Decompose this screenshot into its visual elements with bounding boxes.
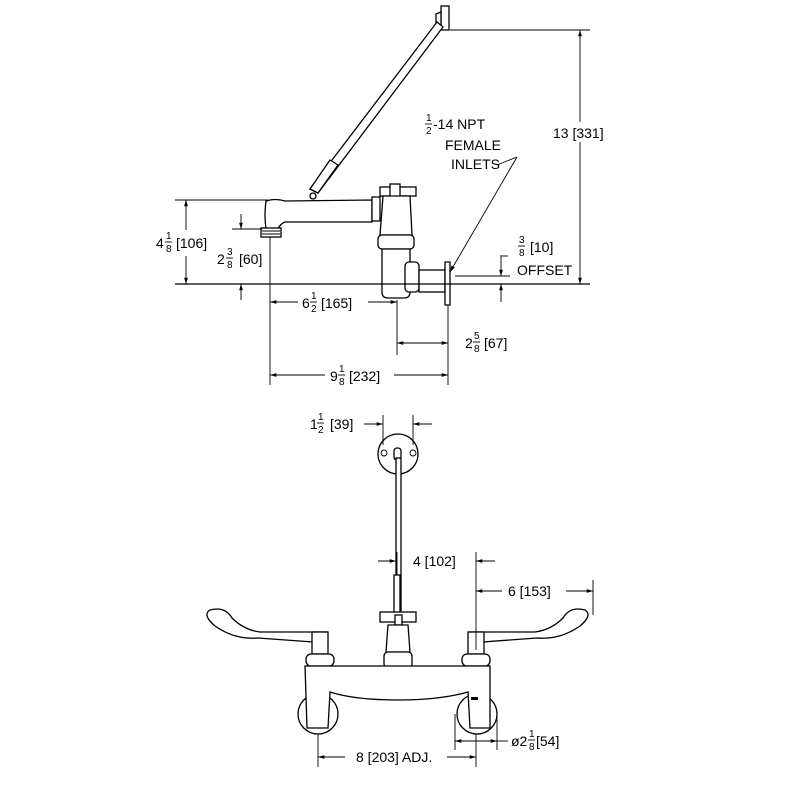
brace-sleeve-front: [393, 574, 401, 614]
svg-text:9: 9: [330, 368, 338, 384]
svg-text:1: 1: [166, 231, 172, 242]
svg-text:2: 2: [465, 335, 473, 351]
valve-elbow: [381, 248, 411, 299]
svg-text:[39]: [39]: [330, 416, 353, 432]
aerator: [260, 227, 282, 238]
dim-spout-height: 4 1 8 [106]: [156, 231, 207, 255]
svg-text:OFFSET: OFFSET: [517, 262, 573, 278]
inlet-shank: [418, 269, 446, 293]
dim-overall-reach: 9 1 8 [232]: [330, 364, 380, 388]
faucet-body: [304, 665, 491, 729]
svg-text:1: 1: [339, 364, 345, 375]
svg-text:2: 2: [217, 251, 225, 267]
svg-text:[60]: [60]: [239, 251, 262, 267]
handle-left-hub: [311, 631, 329, 655]
dim-inlet-depth: 2 5 8 [67]: [465, 331, 507, 355]
svg-text:8: 8: [227, 260, 233, 271]
svg-text:ø2: ø2: [511, 733, 528, 749]
svg-text:3: 3: [227, 247, 233, 258]
dim-offset: 3 8 [10] OFFSET: [517, 235, 573, 278]
svg-text:[67]: [67]: [484, 335, 507, 351]
valve-hex: [377, 234, 415, 250]
brace-sleeve: [309, 159, 339, 194]
dim-flange-holes: 1 1 2 [39]: [310, 412, 353, 436]
handle-left-wristblade: [206, 608, 328, 644]
svg-text:1: 1: [310, 416, 318, 432]
spout: [264, 198, 373, 230]
svg-text:1: 1: [311, 291, 317, 302]
handle-right-wristblade: [468, 608, 589, 644]
svg-text:FEMALE: FEMALE: [445, 137, 501, 153]
center-valve-stem: [394, 614, 403, 626]
svg-text:[106]: [106]: [176, 235, 207, 251]
center-valve-bonnet: [385, 624, 411, 653]
svg-text:1: 1: [426, 113, 432, 124]
dim-spout-reach: 6 1 2 [165]: [302, 291, 352, 315]
dim-centers: 8 [203] ADJ.: [356, 749, 432, 765]
screw-hole-left: [380, 449, 388, 457]
brace-pivot: [309, 192, 317, 200]
inlet-nut: [404, 261, 420, 293]
spout-nut: [371, 196, 381, 222]
svg-text:2: 2: [426, 126, 432, 137]
svg-text:-14 NPT: -14 NPT: [433, 116, 486, 132]
svg-text:1: 1: [529, 729, 535, 740]
svg-text:2: 2: [318, 425, 324, 436]
svg-text:6: 6: [302, 295, 310, 311]
inlet-note: 1 2 -14 NPT FEMALE INLETS: [425, 113, 518, 273]
dim-outlet-height: 2 3 8 [60]: [217, 247, 262, 271]
side-view: 13 [331] 4 1 8 [106] 2 3 8 [60] 6 1 2: [152, 5, 612, 388]
svg-text:2: 2: [311, 304, 317, 315]
svg-text:INLETS: INLETS: [451, 156, 500, 172]
dim-handle-length: 6 [153]: [508, 583, 551, 599]
svg-text:4: 4: [156, 235, 164, 251]
svg-text:3: 3: [519, 235, 525, 246]
screw-hole-right: [409, 449, 417, 457]
svg-text:8: 8: [474, 344, 480, 355]
dim-flange-diameter: ø2 1 8 [54]: [511, 729, 559, 753]
svg-text:8: 8: [339, 377, 345, 388]
svg-text:1: 1: [318, 412, 324, 423]
valve-bonnet: [379, 195, 413, 236]
valve-right-hex: [461, 653, 491, 667]
svg-text:8: 8: [519, 248, 525, 259]
dim-overall-height: 13 [331]: [553, 125, 604, 141]
svg-text:[54]: [54]: [536, 733, 559, 749]
front-view: 1 1 2 [39] 4 [102] 6 [153]: [206, 412, 594, 767]
svg-text:8: 8: [529, 742, 535, 753]
valve-left-hex: [305, 653, 335, 667]
svg-text:[165]: [165]: [321, 295, 352, 311]
svg-text:[10]: [10]: [530, 239, 553, 255]
dim-brace-offset: 4 [102]: [413, 553, 456, 569]
svg-text:[232]: [232]: [349, 368, 380, 384]
svg-text:5: 5: [474, 331, 480, 342]
svg-text:8: 8: [166, 244, 172, 255]
